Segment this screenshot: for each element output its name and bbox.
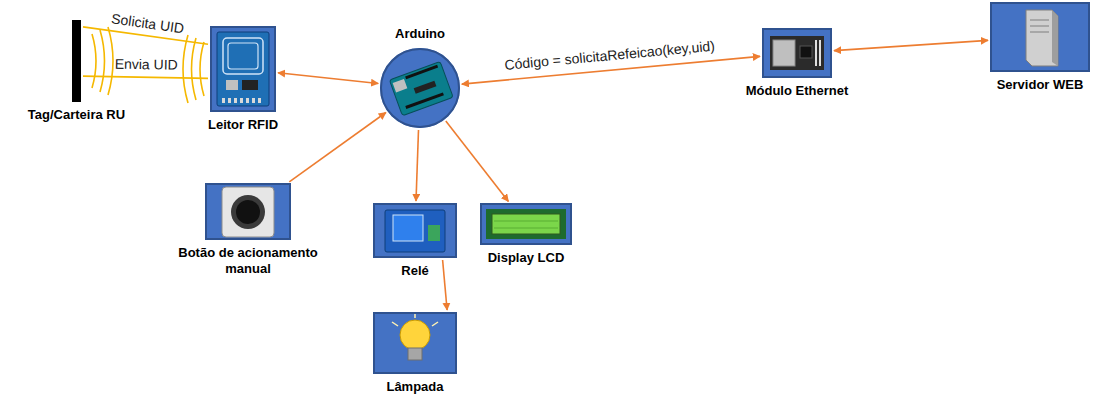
server-icon [990,2,1090,72]
radio-waves [92,27,204,103]
tag-card [72,20,81,102]
button-box [205,183,291,240]
node-label: Lâmpada [386,379,443,395]
connector-arrow [416,130,419,201]
arduino-circle [380,48,460,128]
lcd-icon [480,203,572,245]
node-label: Servidor WEB [997,77,1084,93]
arduino-icon [380,48,460,128]
node-label: Arduino [395,26,445,42]
ethernet-box [762,28,832,78]
relay-box [373,203,457,258]
connector-arrow [443,260,448,310]
lamp-icon [373,312,457,374]
push-button-icon [205,183,291,240]
server-box [990,2,1090,72]
node-label: Relé [401,263,428,279]
connector-arrow [83,76,208,78]
ethernet-module-icon [762,28,832,78]
rfid-reader-icon [210,26,276,112]
connector-arrow [289,113,386,182]
relay-icon [373,203,457,258]
lamp-box [373,312,457,374]
connector-arrow [278,73,378,84]
tag-node [72,20,81,102]
node-label: Módulo Ethernet [746,83,849,99]
edge-label: Código = solicitaRefeicao(key,uid) [504,38,716,74]
node-label: Leitor RFID [208,117,278,133]
lcd-box [480,203,572,245]
connector-arrow [446,121,509,201]
rfid-reader-box [210,26,276,112]
edge-label: Envia UID [114,56,177,74]
node-label: Botão de acionamento manual [163,245,333,276]
connector-arrow [834,40,988,50]
node-label: Display LCD [488,250,565,266]
node-label: Tag/Carteira RU [28,107,125,123]
